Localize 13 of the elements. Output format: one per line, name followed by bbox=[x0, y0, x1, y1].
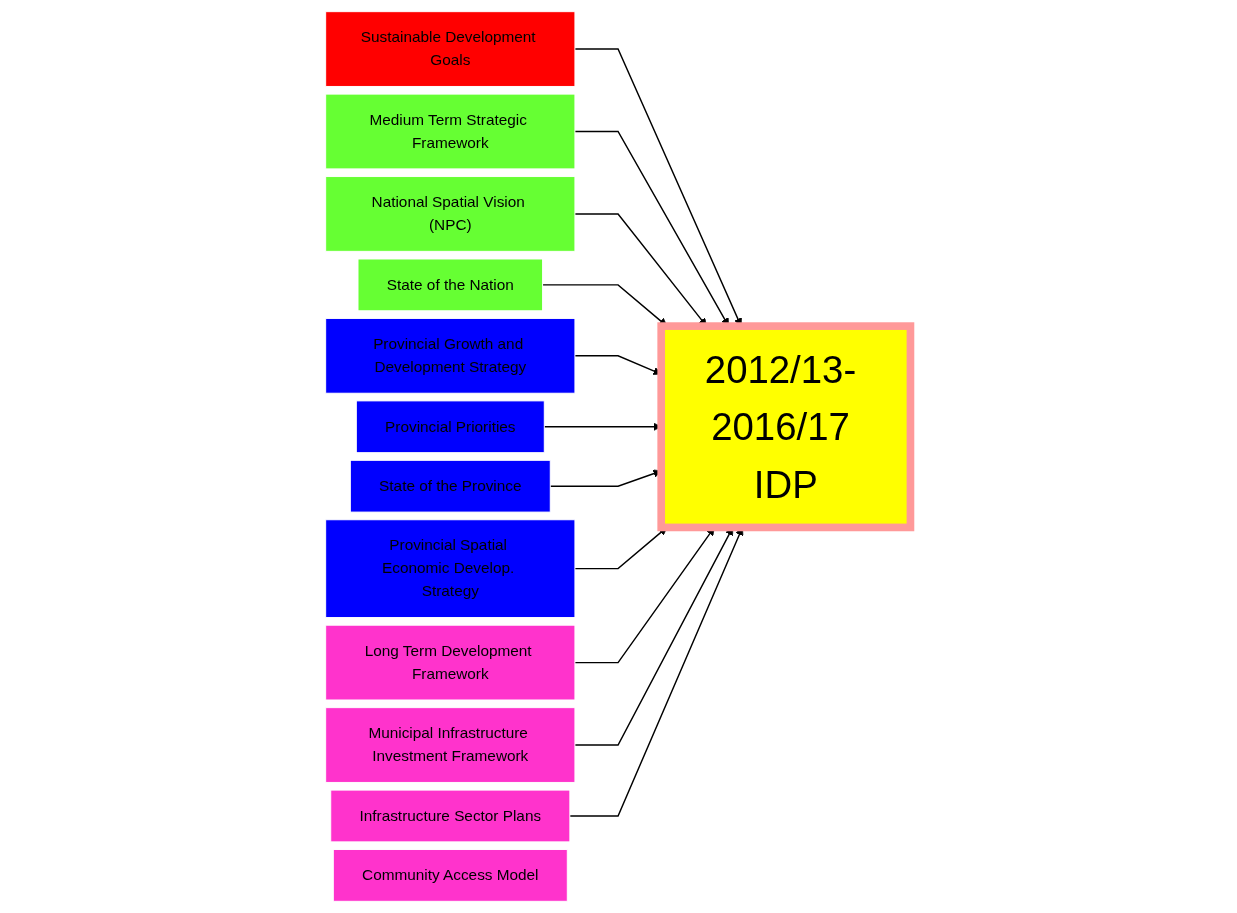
node-box: Sustainable Development Goals bbox=[325, 11, 576, 87]
node-box: Provincial Priorities bbox=[356, 400, 546, 454]
node-box: State of the Province bbox=[350, 459, 552, 513]
node-box: Infrastructure Sector Plans bbox=[330, 789, 571, 843]
node-box: National Spatial Vision (NPC) bbox=[325, 176, 576, 252]
node-box: Community Access Model bbox=[333, 849, 569, 902]
node-box: Municipal Infrastructure Investment Framework bbox=[325, 707, 576, 783]
node-box: State of the Nation bbox=[357, 258, 544, 312]
node-box: Provincial Spatial Economic Develop. Strategy bbox=[325, 519, 576, 619]
node-box: 2012/13- 2016/17 IDP bbox=[657, 322, 915, 532]
node-box: Medium Term Strategic Framework bbox=[325, 93, 576, 170]
node-box: Provincial Growth and Development Strategy bbox=[325, 317, 576, 394]
node-box: Long Term Development Framework bbox=[325, 624, 576, 701]
